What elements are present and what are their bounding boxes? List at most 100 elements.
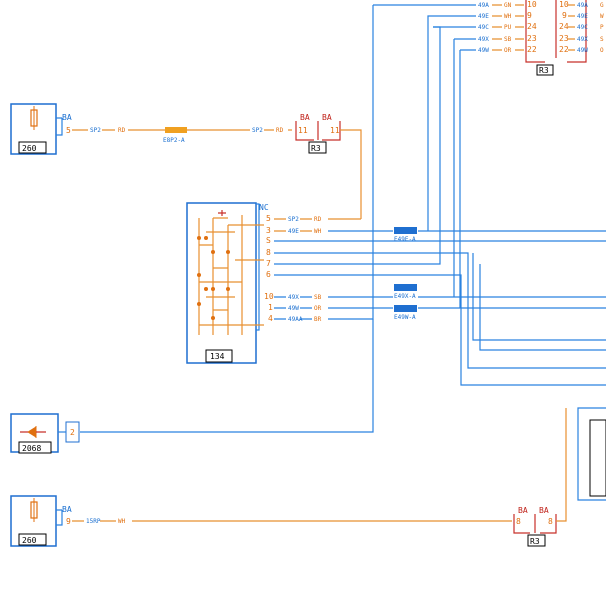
pin-label: 1 bbox=[268, 303, 273, 312]
wire-pin-right: 22 bbox=[559, 45, 569, 54]
wire-circuit: 49E bbox=[478, 13, 489, 20]
pin-right: 11 bbox=[330, 126, 340, 135]
pin-label: 10 bbox=[264, 292, 274, 301]
wire-260-top: SP2 RD E8P2-A SP2 RD bbox=[72, 127, 292, 144]
pin-label: 7 bbox=[266, 259, 271, 268]
wire-circuit-right: 49X bbox=[577, 36, 588, 43]
component-134: NC 134 bbox=[186, 202, 269, 364]
terminal-right: BA bbox=[539, 506, 549, 515]
wire-color: BR bbox=[314, 316, 322, 323]
splice-e49e bbox=[394, 227, 417, 234]
wire-color-right: O bbox=[600, 47, 604, 54]
right-module-outline bbox=[577, 407, 606, 501]
top-wire-row: 49A GN 10 10 49A G bbox=[478, 0, 604, 9]
wire-circuit: 49AA bbox=[288, 316, 303, 323]
wire-circuit-right: 49E bbox=[577, 13, 588, 20]
splice-label: E8P2-A bbox=[163, 137, 185, 144]
wire-circuit-right: 49A bbox=[577, 2, 588, 9]
wire-pin-right: 9 bbox=[562, 11, 567, 20]
component-id: 2068 bbox=[22, 444, 41, 453]
wire-circuit-right: 49C bbox=[577, 24, 588, 31]
splice-label: E49E-A bbox=[394, 236, 416, 243]
top-wire-row: 49C PU 24 24 49C P bbox=[478, 22, 604, 31]
pin-label: S bbox=[266, 236, 271, 245]
wire-color: PU bbox=[504, 24, 512, 31]
pin-label: 5 bbox=[266, 214, 271, 223]
module-134-pins: 5 SP2 RD 3 49E WH S 8 7 6 10 49X SB 1 49… bbox=[264, 214, 322, 323]
splice-label: E49W-A bbox=[394, 314, 416, 321]
terminal-left: BA bbox=[518, 506, 528, 515]
wire-color: OR bbox=[314, 305, 322, 312]
pin-label: 5 bbox=[66, 126, 71, 135]
terminal-left: BA bbox=[300, 113, 310, 122]
terminal-label: BA bbox=[62, 505, 72, 514]
wire-pin-right: 24 bbox=[559, 22, 569, 31]
connector-label: R3 bbox=[311, 144, 321, 153]
pin-left: 8 bbox=[516, 517, 521, 526]
wire-circuit: 49X bbox=[478, 36, 489, 43]
wire-circuit: 15RP bbox=[86, 518, 101, 525]
wire-color: WH bbox=[504, 13, 512, 20]
pin-label: 2 bbox=[70, 428, 75, 437]
component-id: 134 bbox=[210, 352, 225, 361]
splice-e49x bbox=[394, 284, 417, 291]
top-wire-row: 49E WH 9 9 49E W bbox=[478, 11, 604, 20]
pin-right: 8 bbox=[548, 517, 553, 526]
wire-pin: 22 bbox=[527, 45, 537, 54]
wire-pin: 24 bbox=[527, 22, 537, 31]
wire-color: SB bbox=[504, 36, 512, 43]
wire-pin: 10 bbox=[527, 0, 537, 9]
wire-color: OR bbox=[504, 47, 512, 54]
component-id: 260 bbox=[22, 144, 37, 153]
pin-left: 11 bbox=[298, 126, 308, 135]
wire-pin: 23 bbox=[527, 34, 537, 43]
pin-label: 4 bbox=[268, 314, 273, 323]
splices: E49E-A E49X-A E49W-A bbox=[394, 227, 417, 321]
pin-label: 9 bbox=[66, 517, 71, 526]
terminal-label: BA bbox=[62, 113, 72, 122]
wire-pin-right: 10 bbox=[559, 0, 569, 9]
component-260-bottom: 260 BA 9 bbox=[10, 495, 72, 547]
wire-color: WH bbox=[118, 518, 126, 525]
top-wire-row: 49X SB 23 23 49X S bbox=[478, 34, 604, 43]
wire-pin: 9 bbox=[527, 11, 532, 20]
wire-circuit: 49E bbox=[288, 228, 299, 235]
wire-color-right: W bbox=[600, 13, 604, 20]
component-260-top: 260 BA 5 bbox=[10, 103, 72, 155]
wire-circuit: 49X bbox=[288, 294, 299, 301]
nc-label: NC bbox=[259, 203, 269, 212]
wire-color: RD bbox=[118, 127, 126, 134]
wire-color: RD bbox=[314, 216, 322, 223]
wire-circuit: SP2 bbox=[252, 127, 263, 134]
module-134-wires bbox=[80, 5, 606, 433]
wire-circuit: 49C bbox=[478, 24, 489, 31]
top-wire-stubs bbox=[373, 4, 575, 51]
connector-r3-bottom: BA BA 8 8 R3 bbox=[513, 408, 567, 547]
wire-260-bottom: 15RP WH bbox=[72, 518, 512, 525]
wire-pin-right: 23 bbox=[559, 34, 569, 43]
wire-color: SB bbox=[314, 294, 322, 301]
wire-circuit-right: 49W bbox=[577, 47, 588, 54]
component-2068: 2068 2 bbox=[10, 413, 80, 454]
connector-r3-top: R3 bbox=[525, 0, 587, 76]
wire-circuit: SP2 bbox=[90, 127, 101, 134]
wire-circuit: SP2 bbox=[288, 216, 299, 223]
wire-color-right: S bbox=[600, 36, 604, 43]
wire-color: GN bbox=[504, 2, 512, 9]
wire-circuit: 49W bbox=[478, 47, 489, 54]
diode-icon bbox=[218, 210, 226, 216]
terminal-right: BA bbox=[322, 113, 332, 122]
wire-color: RD bbox=[276, 127, 284, 134]
wire-circuit: 49A bbox=[478, 2, 489, 9]
component-id: 260 bbox=[22, 536, 37, 545]
connector-label: R3 bbox=[530, 537, 540, 546]
top-wire-row: 49W OR 22 22 49W O bbox=[478, 45, 604, 54]
switch-schematic bbox=[197, 210, 264, 335]
splice-e8p2 bbox=[165, 127, 187, 133]
pin-label: 3 bbox=[266, 226, 271, 235]
wire-color: WH bbox=[314, 228, 322, 235]
splice-e49w bbox=[394, 305, 417, 312]
wire-circuit: 49W bbox=[288, 305, 299, 312]
wire-color-right: P bbox=[600, 24, 604, 31]
connector-label: R3 bbox=[539, 66, 549, 75]
